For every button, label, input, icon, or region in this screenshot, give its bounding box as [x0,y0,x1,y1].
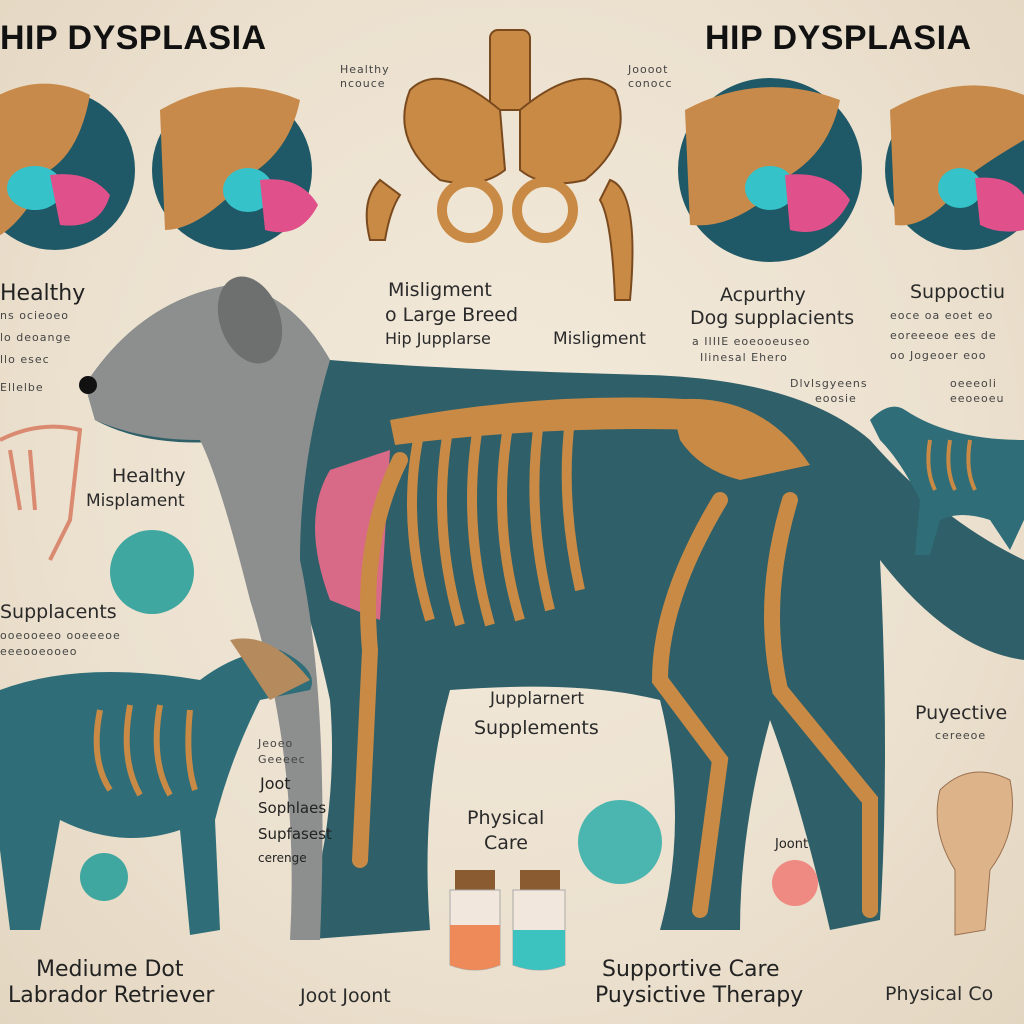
bottom-right: Physical Co [885,983,994,1005]
small-dog-label: Supfasest [258,825,332,843]
joint-sphere-pink [772,860,818,906]
left-panel-line: llo esec [0,353,50,366]
main-dog-illustration [79,276,1024,940]
supplacents-heading: Supplacents [0,601,117,623]
small-dog-right [870,406,1024,555]
small-dog-label: Joot [260,774,291,793]
supplements-line2: Supplements [474,717,599,739]
center-label-side: Misligment [553,329,646,349]
right-panel-2-line: oo Jogeoer eoo [890,349,987,362]
title-right: HIP DYSPLASIA [705,19,972,57]
center-label-2: o Large Breed [385,304,519,326]
hip-joint-circle-1 [0,83,135,250]
left-panel-heading: Healthy [0,281,86,306]
right-panel-1-line3: a IIIIE eoeooeuseo [692,335,811,348]
left-panel-line: Ellelbe [0,381,44,394]
right-panel-1-line4: Ilinesal Ehero [700,351,788,364]
center-label-1: Misligment [388,279,492,301]
right-panel-1-line5: Dlvlsgyeens [790,377,868,390]
right-panel-2-heading: Suppoctiu [910,281,1006,303]
physical-care-line1: Physical [467,807,545,829]
bottom-center-right-line1: Supportive Care [602,957,780,982]
misplacement-label: Misplament [86,491,185,511]
top-label-joint: Joooot [628,63,669,76]
supplacents-line: eeeooeooeo [0,645,78,658]
left-panel-line: ns ocieoeo [0,309,70,322]
supplement-sphere-left-2 [80,853,128,901]
femur-bone-illustration [936,771,1013,936]
pelvis-illustration [365,29,634,301]
hip-joint-circle-3 [678,78,862,262]
bottom-left-line1: Mediume Dot [36,957,184,982]
top-label-joint-sub: conocc [628,77,673,90]
supplement-bottle-teal [512,870,566,971]
top-label-healthy: Healthy [340,63,390,76]
right-panel-2-line: eeoeoeu [950,392,1005,405]
title-left: HIP DYSPLASIA [0,19,267,57]
hip-joint-circle-4 [885,85,1024,250]
right-panel-2-line: eoce oa eoet eo [890,309,994,322]
left-panel-line: lo deoange [0,331,72,344]
bottom-center-left: Joot Joont [300,985,391,1007]
physical-care-line2: Care [484,832,528,854]
supplacents-line: ooeooeeo ooeeeoe [0,629,121,642]
supplement-bottle-orange [449,870,501,971]
bottom-center-right-line2: Puysictive Therapy [595,983,804,1008]
hip-joint-circle-2 [152,87,318,250]
small-dog-label: cerenge [258,851,307,865]
puyective-heading: Puyective [915,702,1008,724]
puyective-sub: cereeoe [935,729,987,742]
right-panel-1-line1: Acpurthy [720,284,806,306]
supplement-sphere-center [578,800,662,884]
right-panel-1-line2: Dog supplacients [690,307,855,329]
center-label-3: Hip Jupplarse [385,329,491,348]
right-panel-1-line6: eoosie [815,392,857,405]
healthy-label: Healthy [112,465,186,487]
right-panel-2-line: eoreeeoe ees de [890,329,997,342]
small-dog-skeleton-left [0,424,83,561]
supplements-line1: Jupplarnert [490,689,585,709]
right-panel-2-line: oeeeoli [950,377,997,390]
joint-label-right: Joont [775,837,809,852]
small-dog-label: Sophlaes [258,799,327,817]
small-dog-label: Geeeec [258,753,306,766]
small-dog-left [0,638,312,935]
small-dog-label: Jeoeo [258,737,294,750]
top-label-healthy-sub: ncouce [340,77,386,90]
supplement-sphere-left-1 [110,530,194,614]
bottom-left-line2: Labrador Retriever [8,983,215,1008]
